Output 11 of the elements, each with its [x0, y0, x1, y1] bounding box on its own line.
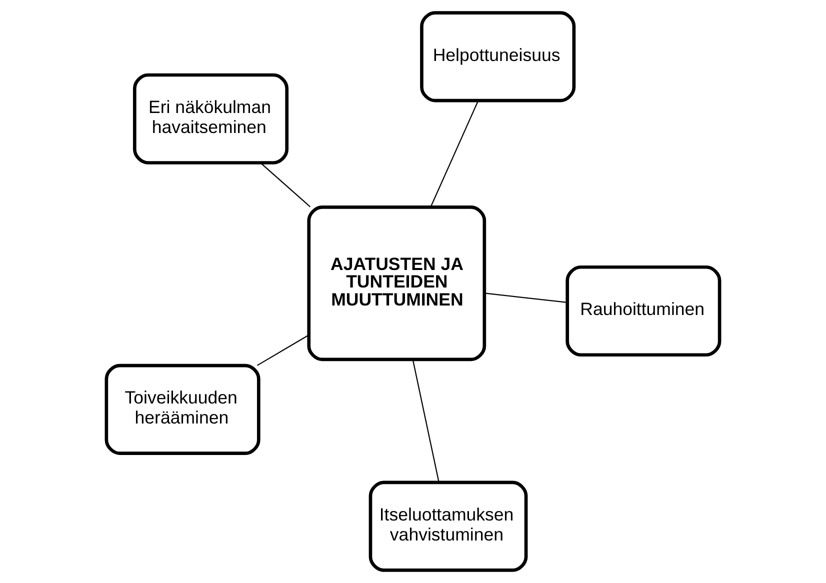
connector	[260, 162, 311, 208]
node-box: Toiveikkuuden herääminen	[104, 364, 260, 455]
connector	[412, 359, 440, 482]
connector	[256, 334, 309, 366]
node-box: Itseluottamuksen vahvistuminen	[368, 480, 528, 572]
connector	[430, 100, 479, 208]
connector	[484, 292, 568, 303]
node-box: Eri näkökulman havaitseminen	[132, 73, 289, 164]
node-box: Rauhoittuminen	[566, 265, 722, 357]
node-box: AJATUSTEN JA TUNTEIDEN MUUTTUMINEN	[307, 206, 486, 362]
node-box: Helpottuneisuus	[420, 11, 576, 102]
